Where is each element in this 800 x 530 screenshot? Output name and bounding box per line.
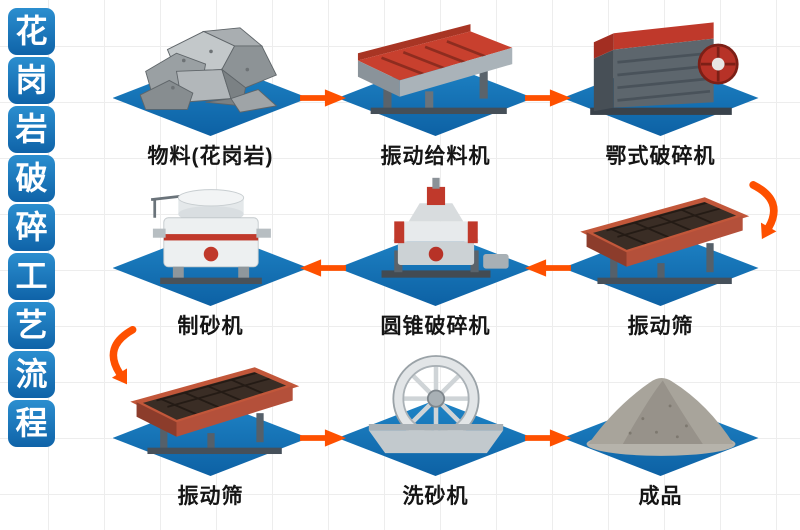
granite-rocks-icon — [139, 27, 277, 113]
step-label: 振动筛 — [627, 315, 694, 338]
jaw-crusher-icon — [589, 22, 739, 115]
step-sand-maker: 制砂机 — [103, 176, 318, 340]
step-label: 圆锥破碎机 — [380, 315, 491, 338]
cone-crusher-icon — [381, 177, 509, 278]
step-vibrating-screen-2: 振动筛 — [103, 346, 318, 510]
step-label: 振动给料机 — [380, 145, 491, 168]
arrow-curve-down-icon — [730, 180, 788, 244]
banner-char: 流 — [8, 351, 55, 398]
vibrating-screen-icon — [579, 197, 749, 285]
step-material: 物料(花岗岩) — [103, 6, 318, 170]
banner-char: 碎 — [8, 204, 55, 251]
arrow-left-icon — [300, 256, 346, 280]
arrow-right-icon — [300, 86, 346, 110]
step-finished-product: 成品 — [553, 346, 768, 510]
title-banner: 花 岗 岩 破 碎 工 艺 流 程 — [8, 8, 55, 447]
step-label: 制砂机 — [177, 315, 244, 338]
step-label: 鄂式破碎机 — [605, 145, 716, 168]
arrow-right-icon — [525, 86, 571, 110]
banner-char: 艺 — [8, 302, 55, 349]
banner-char: 岗 — [8, 57, 55, 104]
banner-char: 工 — [8, 253, 55, 300]
vibrating-feeder-icon — [357, 24, 512, 115]
step-label: 洗砂机 — [402, 485, 469, 508]
banner-char: 岩 — [8, 106, 55, 153]
step-label: 成品 — [638, 485, 683, 508]
banner-char: 花 — [8, 8, 55, 55]
arrow-right-icon — [525, 426, 571, 450]
arrow-curve-down-icon — [98, 326, 156, 390]
arrow-left-icon — [525, 256, 571, 280]
finished-product-icon — [586, 377, 735, 456]
arrow-right-icon — [300, 426, 346, 450]
banner-char: 程 — [8, 400, 55, 447]
step-vibrating-screen-1: 振动筛 — [553, 176, 768, 340]
step-jaw-crusher: 鄂式破碎机 — [553, 6, 768, 170]
step-cone-crusher: 圆锥破碎机 — [328, 176, 543, 340]
step-label: 物料(花岗岩) — [147, 145, 274, 168]
sand-maker-icon — [150, 189, 271, 285]
sand-washer-icon — [368, 355, 503, 454]
vibrating-screen-icon — [129, 367, 299, 455]
step-label: 振动筛 — [177, 485, 244, 508]
step-vibrating-feeder: 振动给料机 — [328, 6, 543, 170]
step-sand-washer: 洗砂机 — [328, 346, 543, 510]
banner-char: 破 — [8, 155, 55, 202]
